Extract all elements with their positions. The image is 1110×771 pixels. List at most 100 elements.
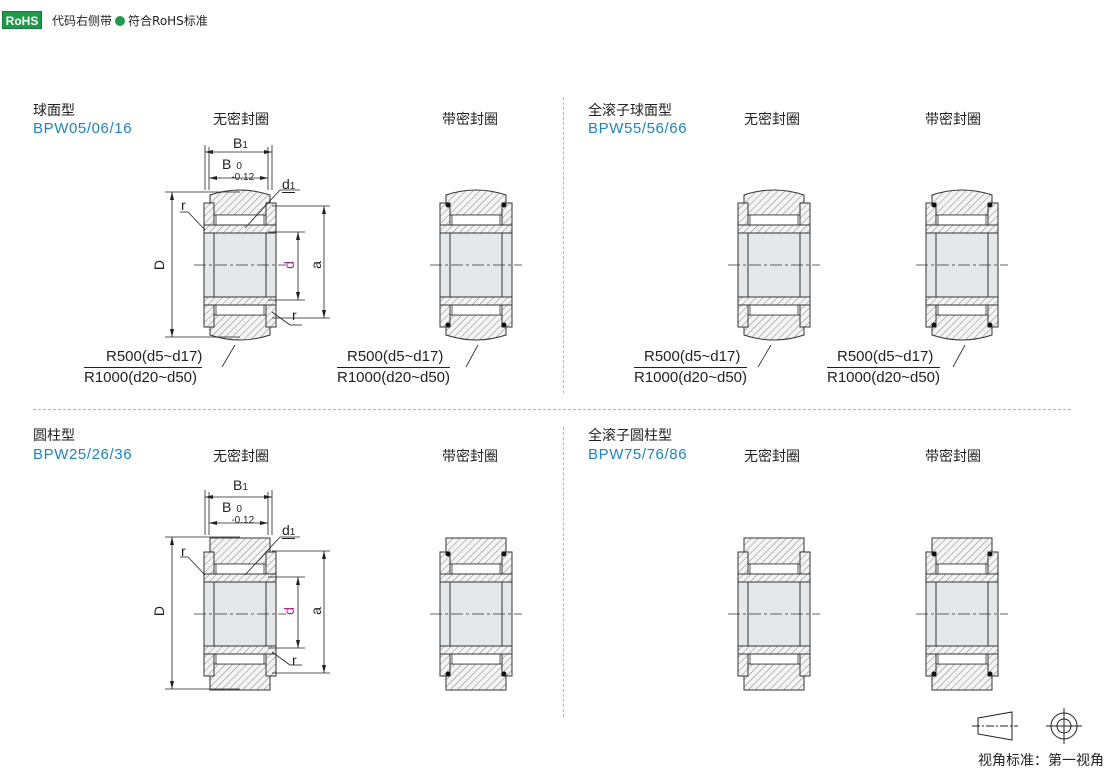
bearing-drawing-cylindrical-sealed xyxy=(430,537,522,691)
radius-note-3-large: R1000(d20~d50) xyxy=(634,369,748,386)
dim-r-top-cyl: r xyxy=(181,543,186,559)
roller-bottom xyxy=(937,653,987,665)
inner-ring-bottom xyxy=(737,645,811,655)
section-2-model: BPW55/56/66 xyxy=(588,120,688,137)
section-1-label-sealed: 带密封圈 xyxy=(442,112,498,128)
seal-ring xyxy=(445,202,451,208)
bearing-drawing-fullroller-cylindrical-sealed xyxy=(916,537,1008,691)
section-3-model: BPW25/26/36 xyxy=(33,446,133,463)
roller-top xyxy=(749,563,799,575)
rohs-note: 代码右侧带 符合RoHS标准 xyxy=(52,13,208,29)
radius-note-4-small: R500(d5~d17) xyxy=(827,347,941,368)
bearing-drawing-fullroller-cylindrical-unsealed xyxy=(728,537,820,691)
dim-b1-cyl-sub: 1 xyxy=(242,482,248,493)
section-3-label-unsealed: 无密封圈 xyxy=(213,449,269,465)
rohs-note-suffix: 符合RoHS标准 xyxy=(128,14,208,28)
radius-note-1-small: R500(d5~d17) xyxy=(84,347,203,368)
dim-b1-label: B xyxy=(233,135,243,151)
dim-d1-label: d xyxy=(282,176,290,192)
section-1-label-unsealed: 无密封圈 xyxy=(213,112,269,128)
section-2-label-unsealed: 无密封圈 xyxy=(744,112,800,128)
dim-a-cyl: a xyxy=(307,607,324,615)
radius-leader-lines xyxy=(221,344,966,368)
section-2-label-sealed: 带密封圈 xyxy=(925,112,981,128)
first-angle-projection-icon xyxy=(972,708,1082,744)
dimension-lines-section-3 xyxy=(165,490,330,690)
section-3-type: 圆柱型 xyxy=(33,428,75,444)
dim-d1-cyl-label: d xyxy=(282,522,290,538)
seal-ring xyxy=(987,322,993,328)
dim-bore-diameter-cyl: d xyxy=(280,607,297,615)
radius-note-1-large: R1000(d20~d50) xyxy=(84,369,198,386)
radius-note-4: R500(d5~d17)R1000(d20~d50) xyxy=(827,347,941,388)
inner-ring-bottom xyxy=(439,645,513,655)
dim-b-cyl-tol-lower: -0.12 xyxy=(231,515,255,526)
radius-note-2: R500(d5~d17)R1000(d20~d50) xyxy=(337,347,451,388)
rohs-badge: RoHS xyxy=(2,11,42,29)
radius-note-1: R500(d5~d17)R1000(d20~d50) xyxy=(84,347,203,388)
section-1-model: BPW05/06/16 xyxy=(33,120,133,137)
roller-top xyxy=(937,563,987,575)
seal-ring xyxy=(987,551,993,557)
section-4-label-sealed: 带密封圈 xyxy=(925,449,981,465)
dim-d1-cyl-sub: 1 xyxy=(289,527,296,538)
dim-b-cyl-tol-upper: 0 xyxy=(236,504,242,515)
dim-r-bottom-cyl: r xyxy=(292,652,297,668)
outer-ring-bottom xyxy=(931,314,993,341)
bearing-drawing-fullroller-spherical-sealed xyxy=(916,189,1008,341)
seal-ring xyxy=(987,202,993,208)
section-3-label-sealed: 带密封圈 xyxy=(442,449,498,465)
divider-vertical-bottom xyxy=(563,427,564,717)
radius-note-2-large: R1000(d20~d50) xyxy=(337,369,451,386)
dim-b1-sub: 1 xyxy=(242,140,248,151)
dim-b-tol-lower: -0.12 xyxy=(231,172,255,183)
radius-note-2-small: R500(d5~d17) xyxy=(337,347,451,368)
outer-ring-top xyxy=(743,537,805,565)
dim-b1: B1 xyxy=(233,135,248,151)
dim-d1-sub: 1 xyxy=(289,181,296,192)
section-4-label-unsealed: 无密封圈 xyxy=(744,449,800,465)
dim-outer-diameter-cyl: D xyxy=(151,605,168,617)
bearing-drawing-spherical-sealed xyxy=(430,189,522,341)
dimension-lines-section-1 xyxy=(165,145,330,338)
bearing-drawing-spherical-unsealed xyxy=(194,189,286,341)
seal-ring xyxy=(501,202,507,208)
bearing-drawing-cylindrical-unsealed xyxy=(194,537,286,691)
dim-d1-cyl: d1 xyxy=(282,522,296,539)
dim-b-tol-upper: 0 xyxy=(236,161,242,172)
section-4-type: 全滚子圆柱型 xyxy=(588,428,672,444)
seal-ring xyxy=(445,551,451,557)
dim-r-top: r xyxy=(181,197,186,213)
seal-ring xyxy=(445,671,451,677)
dim-d1: d1 xyxy=(282,176,296,193)
outer-ring-bottom xyxy=(743,663,805,691)
rohs-note-prefix: 代码右侧带 xyxy=(52,14,113,28)
outer-ring-bottom xyxy=(209,314,271,341)
radius-note-3-small: R500(d5~d17) xyxy=(634,347,748,368)
seal-ring xyxy=(501,322,507,328)
seal-ring xyxy=(501,671,507,677)
radius-note-3: R500(d5~d17)R1000(d20~d50) xyxy=(634,347,748,388)
section-2-type: 全滚子球面型 xyxy=(588,103,672,119)
rohs-dot-icon xyxy=(115,16,126,26)
outer-ring-bottom xyxy=(445,663,507,691)
roller-bottom xyxy=(749,653,799,665)
dim-r-bottom: r xyxy=(292,307,297,323)
divider-horizontal xyxy=(33,409,1071,410)
outer-ring-top xyxy=(445,537,507,565)
seal-ring xyxy=(931,671,937,677)
seal-ring xyxy=(931,322,937,328)
radius-note-4-large: R1000(d20~d50) xyxy=(827,369,941,386)
inner-ring-top xyxy=(737,573,811,583)
roller-top xyxy=(451,563,501,575)
section-1-type: 球面型 xyxy=(33,103,75,119)
seal-ring xyxy=(931,202,937,208)
outer-ring-bottom xyxy=(931,663,993,691)
seal-ring xyxy=(445,322,451,328)
outer-ring-bottom xyxy=(445,314,507,341)
dim-b-cyl-label: B xyxy=(222,499,232,515)
bearing-drawing-fullroller-spherical-unsealed xyxy=(728,189,820,341)
seal-ring xyxy=(987,671,993,677)
